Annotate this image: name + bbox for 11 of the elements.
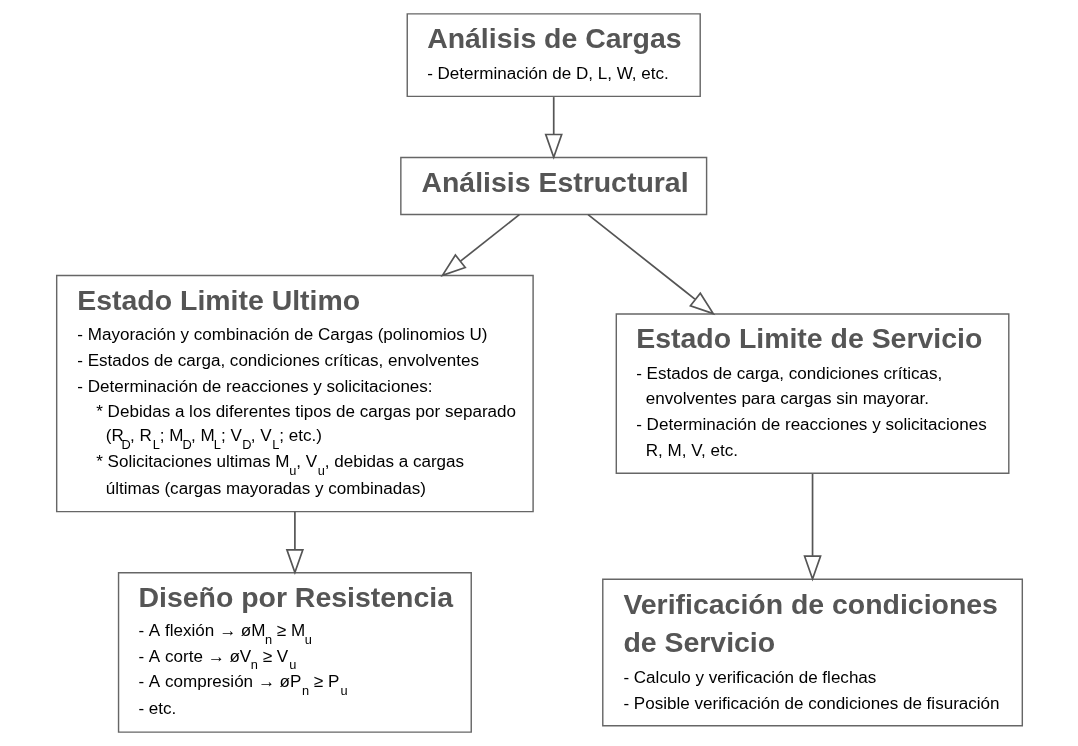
node-box: Análisis Estructural xyxy=(399,156,707,216)
node-box: Estado Limite Ultimo - Mayoración y combinación de Cargas (polinomios U) - Estados de carga, condiciones críticas, envolventes - Determinación de reacciones y solicitaciones: * Debidas a los diferentes tipos de cargas por separado (R$_{D}$, R$_{L}$; M$_{D}$, M$_{L}$; V$_{D}$, V$_{L}$; etc.) * Solicitaciones ultimas M$_{u}$, V$_{u}$, debidas a cargas últimas (cargas mayoradas y combinadas) xyxy=(55,274,534,513)
node-box: Verificación de condiciones de Servicio - Calculo y verificación de flechas - Posible verificación de condiciones de fisuración xyxy=(601,578,1023,727)
arrow xyxy=(439,213,520,277)
node-box: Diseño por Resistencia - A flexión → øM$_{n}$ ≥ M$_{u}$ - A corte → øV$_{n}$ ≥ V$_{u}$ - A compresión → øP$_{n}$ ≥ P$_{u}$ - etc. xyxy=(117,572,472,733)
node-box: Estado Limite de Servicio - Estados de carga, condiciones críticas, envolventes para cargas sin mayorar. - Determinación de reacciones y solicitaciones R, M, V, etc. xyxy=(615,313,1009,474)
arrow xyxy=(544,96,563,160)
arrow xyxy=(285,510,304,576)
arrow xyxy=(802,473,822,582)
arrow xyxy=(586,213,715,316)
node-box: Análisis de Cargas - Determinación de D, L, W, etc. xyxy=(406,13,701,98)
